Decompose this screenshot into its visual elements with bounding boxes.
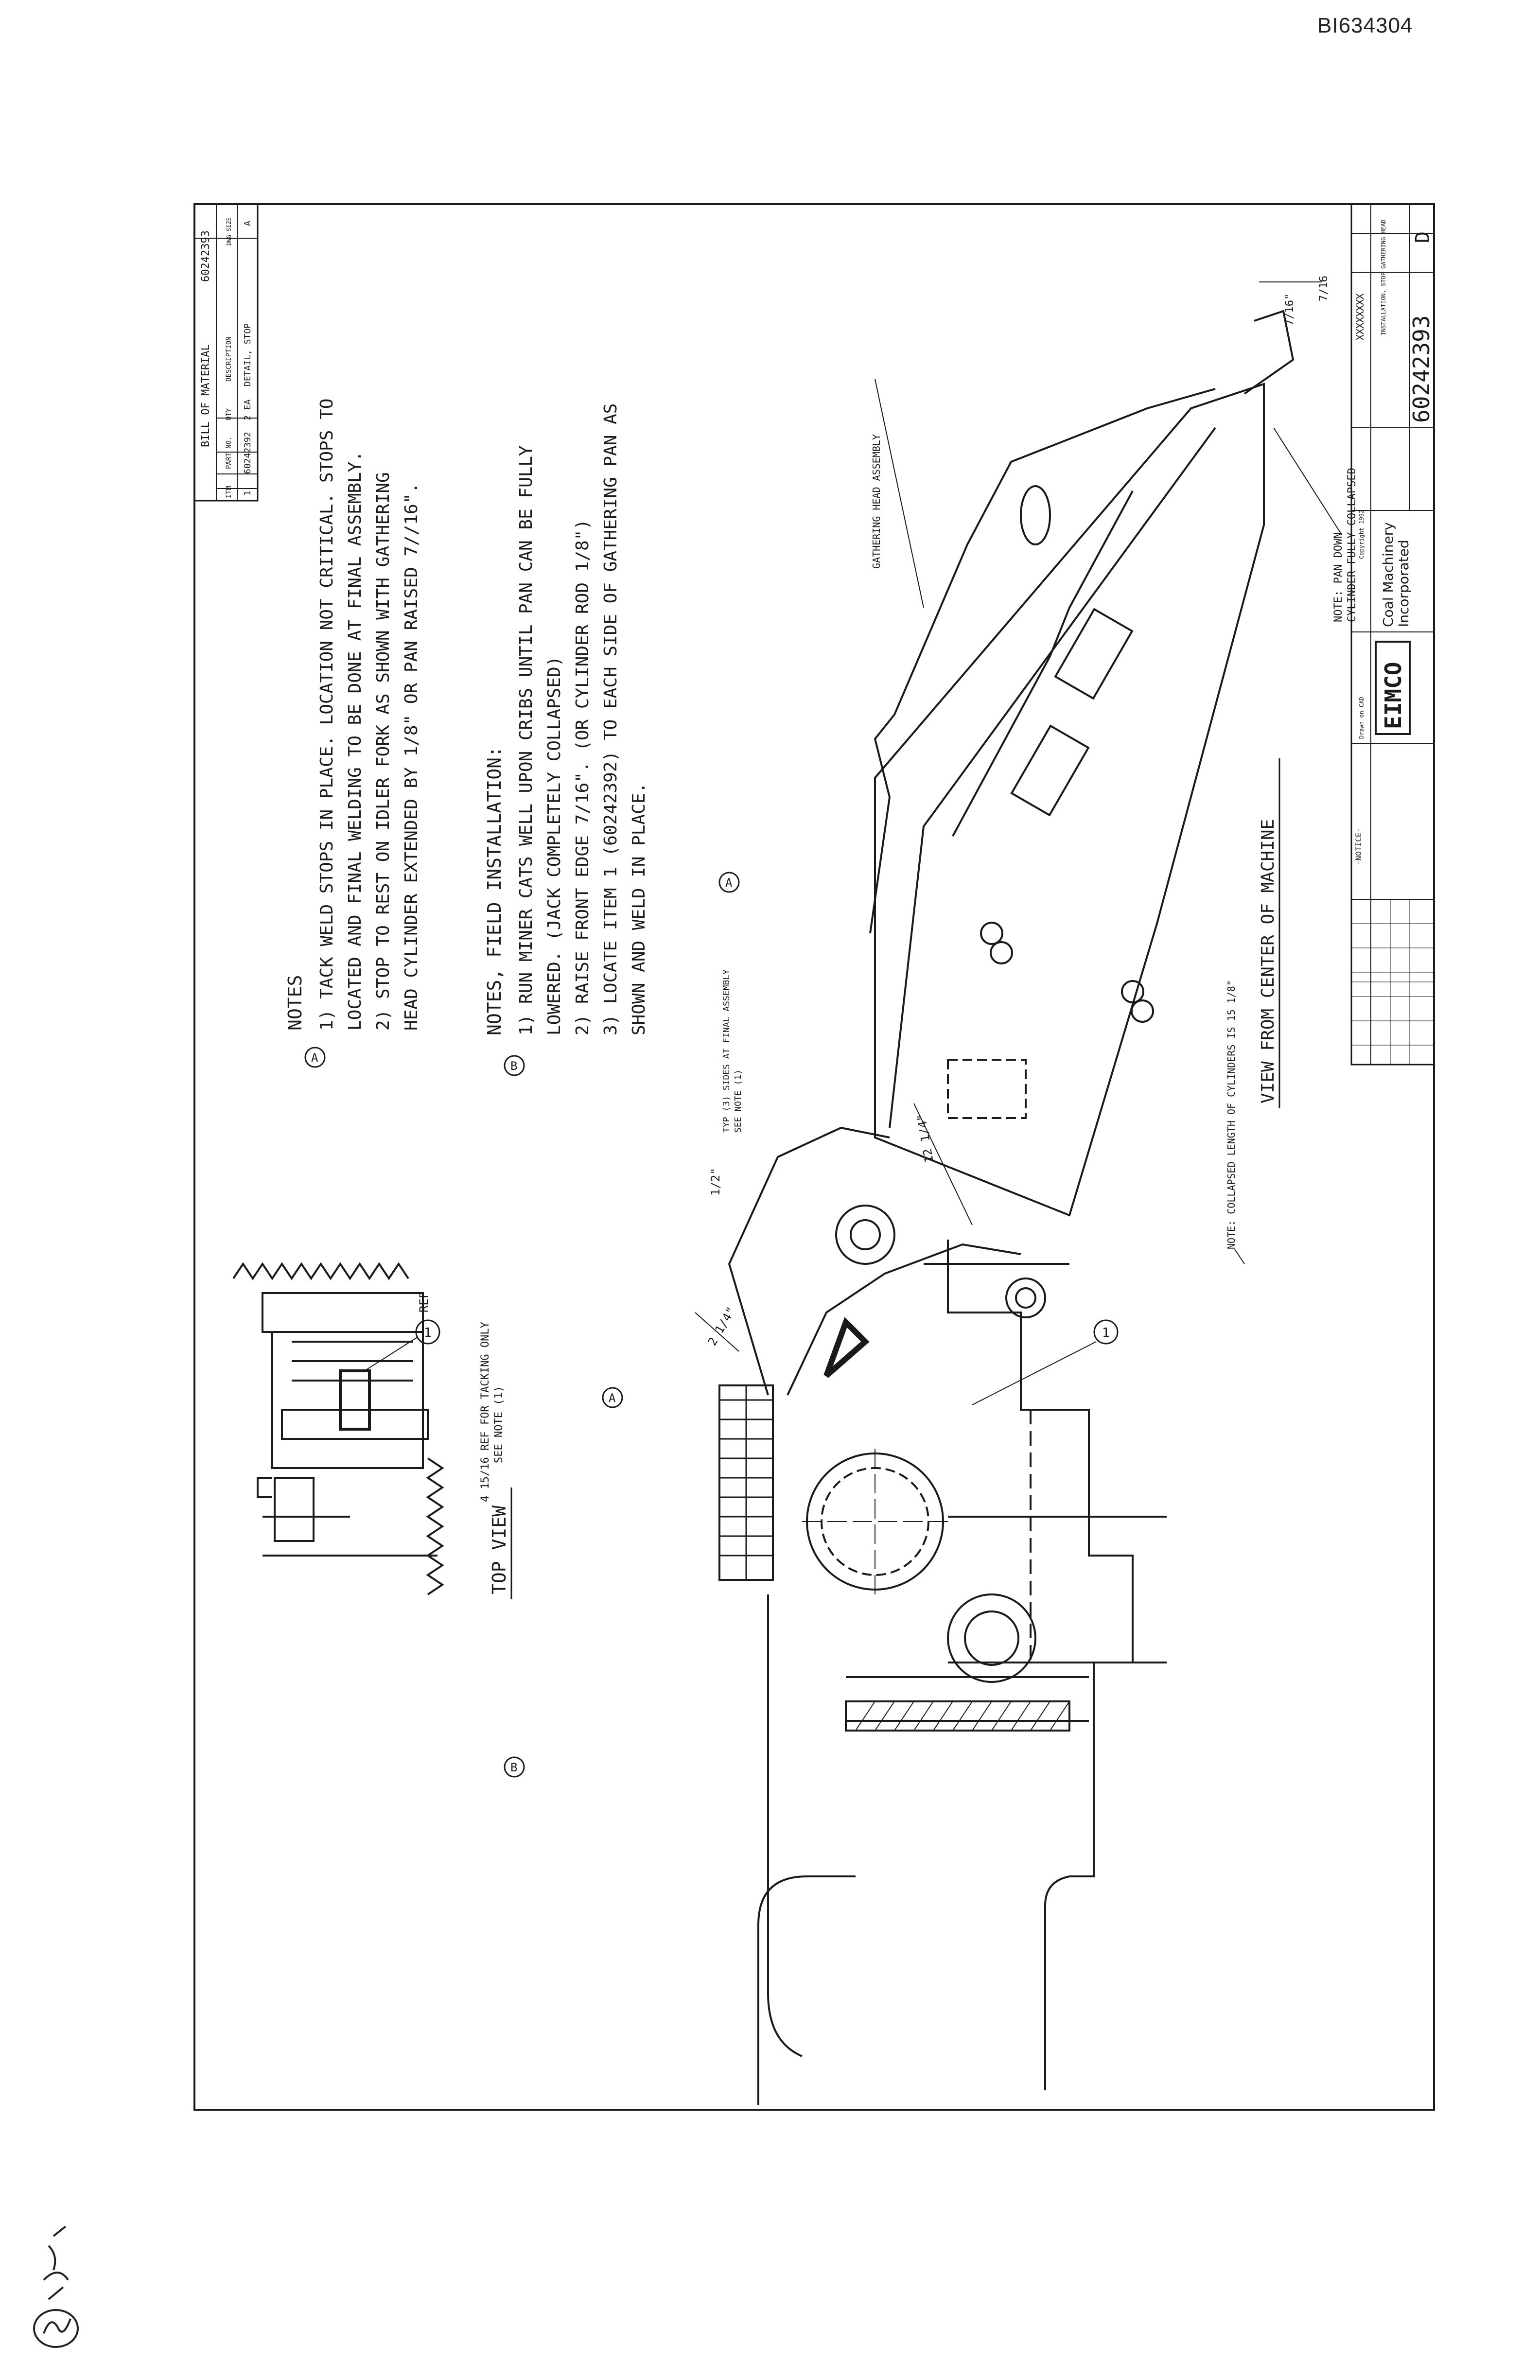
company-name-2: Incorporated [1396, 540, 1412, 627]
notes-a-line-3: 2) STOP TO REST ON IDLER FORK AS SHOWN W… [373, 472, 393, 1031]
title-block: EIMCO Coal Machinery Incorporated Drawn … [1350, 203, 1435, 1066]
bom-title: BILL OF MATERIAL [200, 344, 212, 447]
dim-seven-sixteenth: 7/16" [1284, 294, 1296, 326]
drawn-on-cad: Drawn on CAD [1358, 697, 1365, 739]
item-1-bubble-main [1093, 1319, 1119, 1345]
typ-see-note: SEE NOTE (1) [733, 1069, 743, 1133]
gathering-head-label: GATHERING HEAD ASSEMBLY [871, 434, 882, 569]
collapsed-length-note: NOTE: COLLAPSED LENGTH OF CYLINDERS IS 1… [1225, 980, 1237, 1249]
bom-row-itm: 1 [243, 490, 253, 496]
bom-row-partno: 60242392 [243, 432, 253, 474]
top-view-marker [504, 1756, 525, 1778]
pan-down-note-1: NOTE: PAN DOWN [1332, 532, 1345, 622]
dim-twelve-quarter: 12 1/4" [914, 1113, 936, 1163]
notes-b-line-5: SHOWN AND WELD IN PLACE. [629, 783, 649, 1035]
copyright: Copyright 1992 [1358, 510, 1365, 559]
item-1-bubble-main-label: 1 [1102, 1326, 1110, 1340]
bom-header-qty: QTY [225, 408, 233, 420]
bom-row-dwg: A [243, 221, 253, 226]
top-view-detail [232, 1262, 444, 1595]
notes-title: NOTES [284, 975, 306, 1031]
dim-half: 1/2" [709, 1168, 722, 1196]
notes-b-marker-label: B [510, 1059, 517, 1073]
tacking-marker [602, 1387, 623, 1408]
notes-a-marker-label: A [311, 1051, 318, 1065]
eimco-logo-text: EIMCO [1380, 662, 1406, 729]
revision-table [1351, 981, 1435, 1065]
revision: D [1412, 231, 1434, 243]
notes-b-marker [504, 1055, 525, 1076]
drawing-title: INSTALLATION, STOP GATHERING HEAD [1380, 220, 1387, 335]
tacking-see-note: SEE NOTE (1) [493, 1386, 505, 1463]
notes-general: NOTES 1) TACK WELD STOPS IN PLACE. LOCAT… [284, 399, 421, 1031]
final-assembly-marker [718, 872, 740, 893]
bom-header-dwg: DWG SIZE [226, 217, 232, 245]
tacking-note: 4 15/16 REF FOR TACKING ONLY [479, 1322, 491, 1502]
notes-b-title: NOTES, FIELD INSTALLATION: [484, 746, 505, 1035]
bom-header-itm: ITM [225, 486, 233, 498]
dim-seven-sixteenth-b: 7/16 [1318, 276, 1330, 301]
notes-a-line-1: 1) TACK WELD STOPS IN PLACE. LOCATION NO… [317, 399, 337, 1031]
bom-header-desc: DESCRIPTION [225, 336, 233, 382]
notes-field-installation: NOTES, FIELD INSTALLATION: 1) RUN MINER … [484, 403, 649, 1035]
drawing-number: 60242393 [1408, 315, 1435, 423]
top-view-marker-label: B [510, 1761, 517, 1774]
drawing-border [193, 203, 1435, 2111]
typ-sides-note: TYP (3) SIDES AT FINAL ASSEMBLY [721, 969, 732, 1133]
notes-a-line-2: LOCATED AND FINAL WELDING TO BE DONE AT … [345, 451, 365, 1031]
ref-label: REF [417, 1292, 431, 1312]
company-name-1: Coal Machinery [1380, 522, 1396, 627]
tacking-marker-label: A [609, 1391, 616, 1405]
final-assembly-marker-label: A [725, 876, 733, 890]
item-1-bubble-top-label: 1 [424, 1326, 432, 1340]
model-number: XXXXXXXX [1354, 294, 1366, 340]
notes-a-marker [304, 1047, 326, 1068]
top-view-label: TOP VIEW [489, 1505, 510, 1594]
notes-b-line-4: 3) LOCATE ITEM 1 (60242392) TO EACH SIDE… [601, 403, 621, 1035]
eimco-logo [1375, 641, 1411, 735]
notes-b-line-3: 2) RAISE FRONT EDGE 7/16". (OR CYLINDER … [573, 519, 593, 1035]
notice-title: -NOTICE- [1354, 828, 1363, 865]
notes-a-line-4: HEAD CYLINDER EXTENDED BY 1/8" OR PAN RA… [402, 483, 421, 1031]
machine-side-view [718, 310, 1295, 2105]
item-1-bubble-top [415, 1319, 440, 1345]
notes-b-line-2: LOWERED. (JACK COMPLETELY COLLAPSED) [544, 656, 564, 1035]
bom-number: 60242393 [200, 230, 212, 282]
document-id: BI634304 [1317, 14, 1413, 37]
bom-row-qty: 2 EA [243, 399, 253, 420]
bom-row-desc: DETAIL, STOP [243, 323, 253, 386]
bom-header-partno: PART NO. [225, 437, 233, 469]
bill-of-material: BILL OF MATERIAL 60242393 ITM PART NO. Q… [193, 203, 259, 502]
handwritten-signature [33, 2225, 79, 2348]
view-from-center-label: VIEW FROM CENTER OF MACHINE [1258, 819, 1278, 1103]
notes-b-line-1: 1) RUN MINER CATS WELL UPON CRIBS UNTIL … [516, 445, 536, 1035]
